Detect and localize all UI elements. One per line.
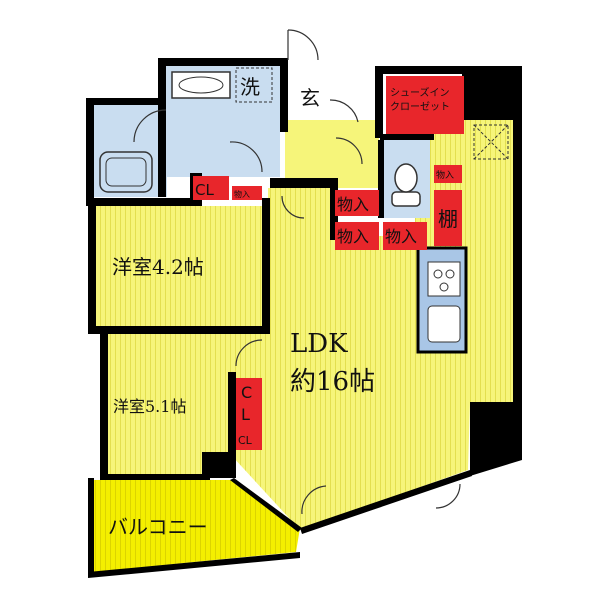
balcony-floor [93,480,300,572]
storage-small-b [434,165,462,183]
ldk-size: 約16帖 [290,367,375,397]
western-room-a-floor [95,206,265,326]
stove-icon [427,261,461,297]
wash-basin [171,71,231,99]
bathtub [99,151,153,193]
western-room-a-label: 洋室4.2帖 [112,255,204,279]
toilet-icon [391,163,421,207]
storage-small-a [232,186,262,200]
doors [133,29,461,515]
storage-small-a-label: 物入 [234,189,250,199]
refrigerator-space [473,124,509,160]
storage-hall-2 [335,222,379,250]
shelf [434,190,462,246]
western-room-b-floor [107,334,262,476]
closet-a-label: CL [195,181,214,199]
washer-space [235,67,273,103]
storage-hall-3 [383,222,427,250]
closet-b [236,378,262,428]
storage-small-b-label: 物入 [436,169,454,181]
storage-hall-1-label: 物入 [337,195,369,214]
washroom-label: 洗 [240,75,260,99]
western-room-b-label: 洋室5.1帖 [113,397,186,416]
entrance-hall-floor [285,118,379,188]
balcony-label: バルコニー [108,515,208,539]
storage-blocks [193,76,464,450]
kitchen-sink [427,305,461,343]
walls [86,58,522,578]
ldk-name: LDK [290,329,348,359]
storage-hall-2-label: 物入 [337,227,369,246]
closet-b-label-top: C [241,383,252,402]
shoe-closet-label-1: シューズイン [390,86,450,99]
closet-b-label-bottom: L [241,405,250,424]
closet-c [236,428,262,450]
shoe-closet [386,76,464,134]
closet-a [193,176,229,200]
closet-c-label: CL [238,434,253,447]
storage-hall-3-label: 物入 [385,227,417,246]
entrance-label: 玄 [300,86,320,110]
storage-hall-1 [335,190,379,216]
shoe-closet-label-2: クローゼット [390,101,450,113]
shelf-label: 棚 [438,207,458,231]
entrance-floor [285,74,379,120]
